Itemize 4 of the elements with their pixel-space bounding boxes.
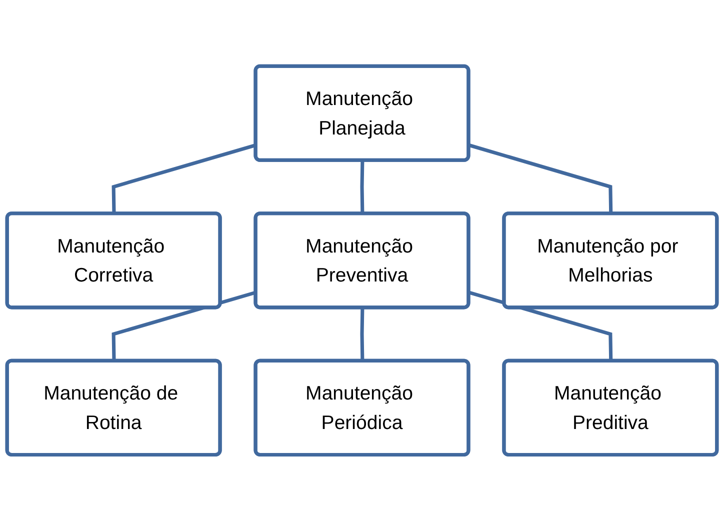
connector [360, 308, 364, 362]
connector [360, 160, 364, 214]
connector [468, 290, 613, 362]
connector [468, 144, 613, 214]
